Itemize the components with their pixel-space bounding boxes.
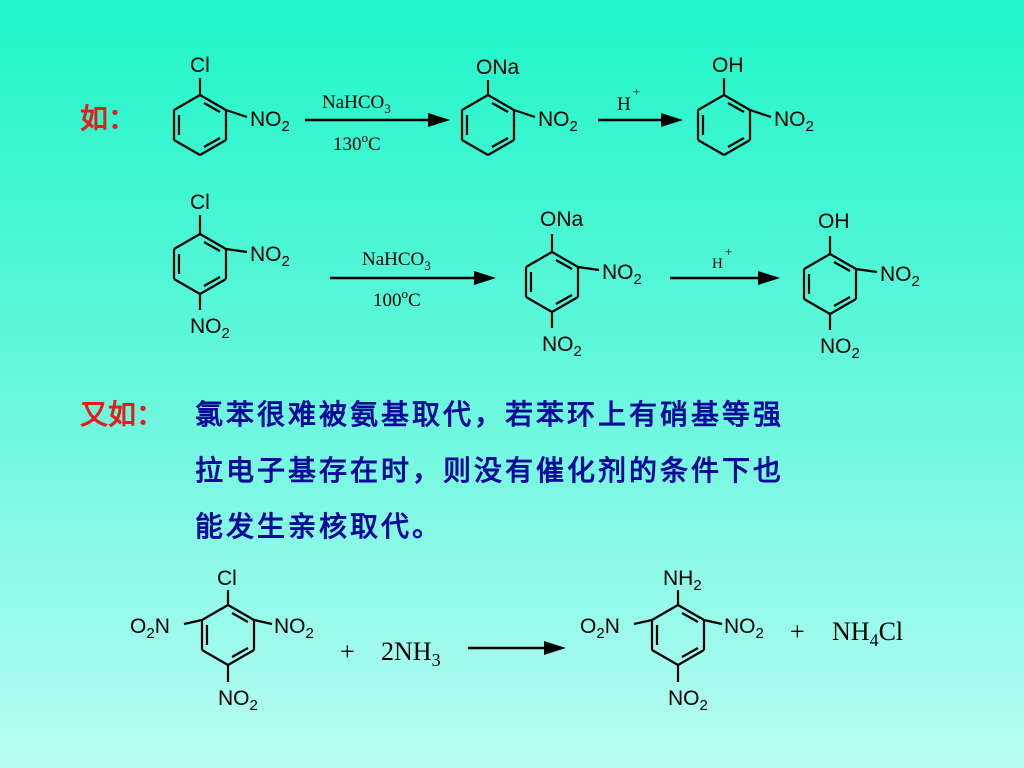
molecule-sodium-dinitrophenoxide: ONa NO2 NO2 [524, 208, 642, 360]
byproduct-ammonium-chloride: NH4Cl [832, 617, 903, 650]
reagent-nahco3: NaHCO3 [322, 92, 391, 116]
benzene-ring [524, 251, 580, 313]
benzene-ring [460, 94, 516, 156]
substituent-oh: OH [712, 54, 744, 77]
substituent-no2: NO2 [542, 333, 582, 360]
substituent-ona: ONa [476, 56, 520, 79]
substituent-no2: NO2 [724, 615, 764, 642]
reagent-nahco3: NaHCO3 [362, 249, 431, 273]
substituent-no2: NO2 [274, 615, 314, 642]
substituent-o2n: O2N [580, 615, 620, 642]
reaction-arrow [670, 271, 780, 285]
benzene-ring [802, 253, 858, 315]
reaction-arrow [330, 271, 496, 285]
reaction-3: Cl NO2 O2N NO2 + 2NH3 NH2 NO2 O2N [130, 567, 903, 714]
description-line-2: 拉电子基存在时，则没有催化剂的条件下也 [195, 454, 784, 487]
substituent-no2: NO2 [218, 687, 258, 714]
substituent-no2: NO2 [820, 335, 860, 362]
substituent-nh2: NH2 [663, 567, 702, 594]
molecule-chloronitrobenzene: Cl NO2 [172, 54, 290, 156]
substituent-no2: NO2 [538, 108, 578, 135]
reaction-1: Cl NO2 NaHCO3 130oC ONa NO2 [172, 54, 814, 156]
reaction-arrow [305, 113, 450, 127]
molecule-nitrophenol: OH NO2 [696, 54, 814, 156]
acid-h-plus: H+ [712, 244, 732, 272]
benzene-ring [200, 604, 256, 666]
substituent-no2: NO2 [190, 315, 230, 342]
reaction-arrow [598, 113, 683, 127]
substituent-oh: OH [818, 210, 850, 233]
substituent-o2n: O2N [130, 615, 170, 642]
description-line-1: 氯苯很难被氨基取代，若苯环上有硝基等强 [195, 398, 784, 431]
substituent-no2: NO2 [250, 243, 290, 270]
substituent-no2: NO2 [880, 263, 920, 290]
substituent-no2: NO2 [602, 261, 642, 288]
substituent-no2: NO2 [250, 108, 290, 135]
molecule-dinitrophenol: OH NO2 NO2 [802, 210, 920, 362]
temperature-label: 100oC [373, 286, 421, 311]
molecule-trinitrochlorobenzene: Cl NO2 O2N NO2 [130, 567, 314, 714]
molecule-trinitroaniline: NH2 NO2 O2N NO2 [580, 567, 764, 714]
temperature-label: 130oC [333, 130, 381, 155]
benzene-ring [172, 233, 228, 295]
acid-h-plus: H+ [617, 84, 640, 115]
example-label-2: 又如： [80, 398, 164, 431]
benzene-ring [696, 94, 752, 156]
description-line-3: 能发生亲核取代。 [195, 510, 443, 543]
substituent-no2: NO2 [774, 108, 814, 135]
reaction-2: Cl NO2 NO2 NaHCO3 100oC ONa NO2 NO2 [172, 191, 920, 362]
substituent-cl: Cl [190, 191, 210, 214]
substituent-ona: ONa [540, 208, 584, 231]
molecule-dinitrochlorobenzene: Cl NO2 NO2 [172, 191, 290, 342]
benzene-ring [172, 94, 228, 156]
example-label: 如： [80, 102, 136, 135]
benzene-ring [650, 604, 706, 666]
substituent-cl: Cl [190, 54, 210, 77]
reagent-ammonia: 2NH3 [381, 637, 441, 670]
molecule-sodium-nitrophenoxide: ONa NO2 [460, 56, 578, 156]
substituent-no2: NO2 [668, 687, 708, 714]
reaction-arrow [468, 641, 566, 655]
plus-sign: + [790, 617, 805, 646]
plus-sign: + [340, 637, 355, 666]
substituent-cl: Cl [217, 567, 237, 590]
